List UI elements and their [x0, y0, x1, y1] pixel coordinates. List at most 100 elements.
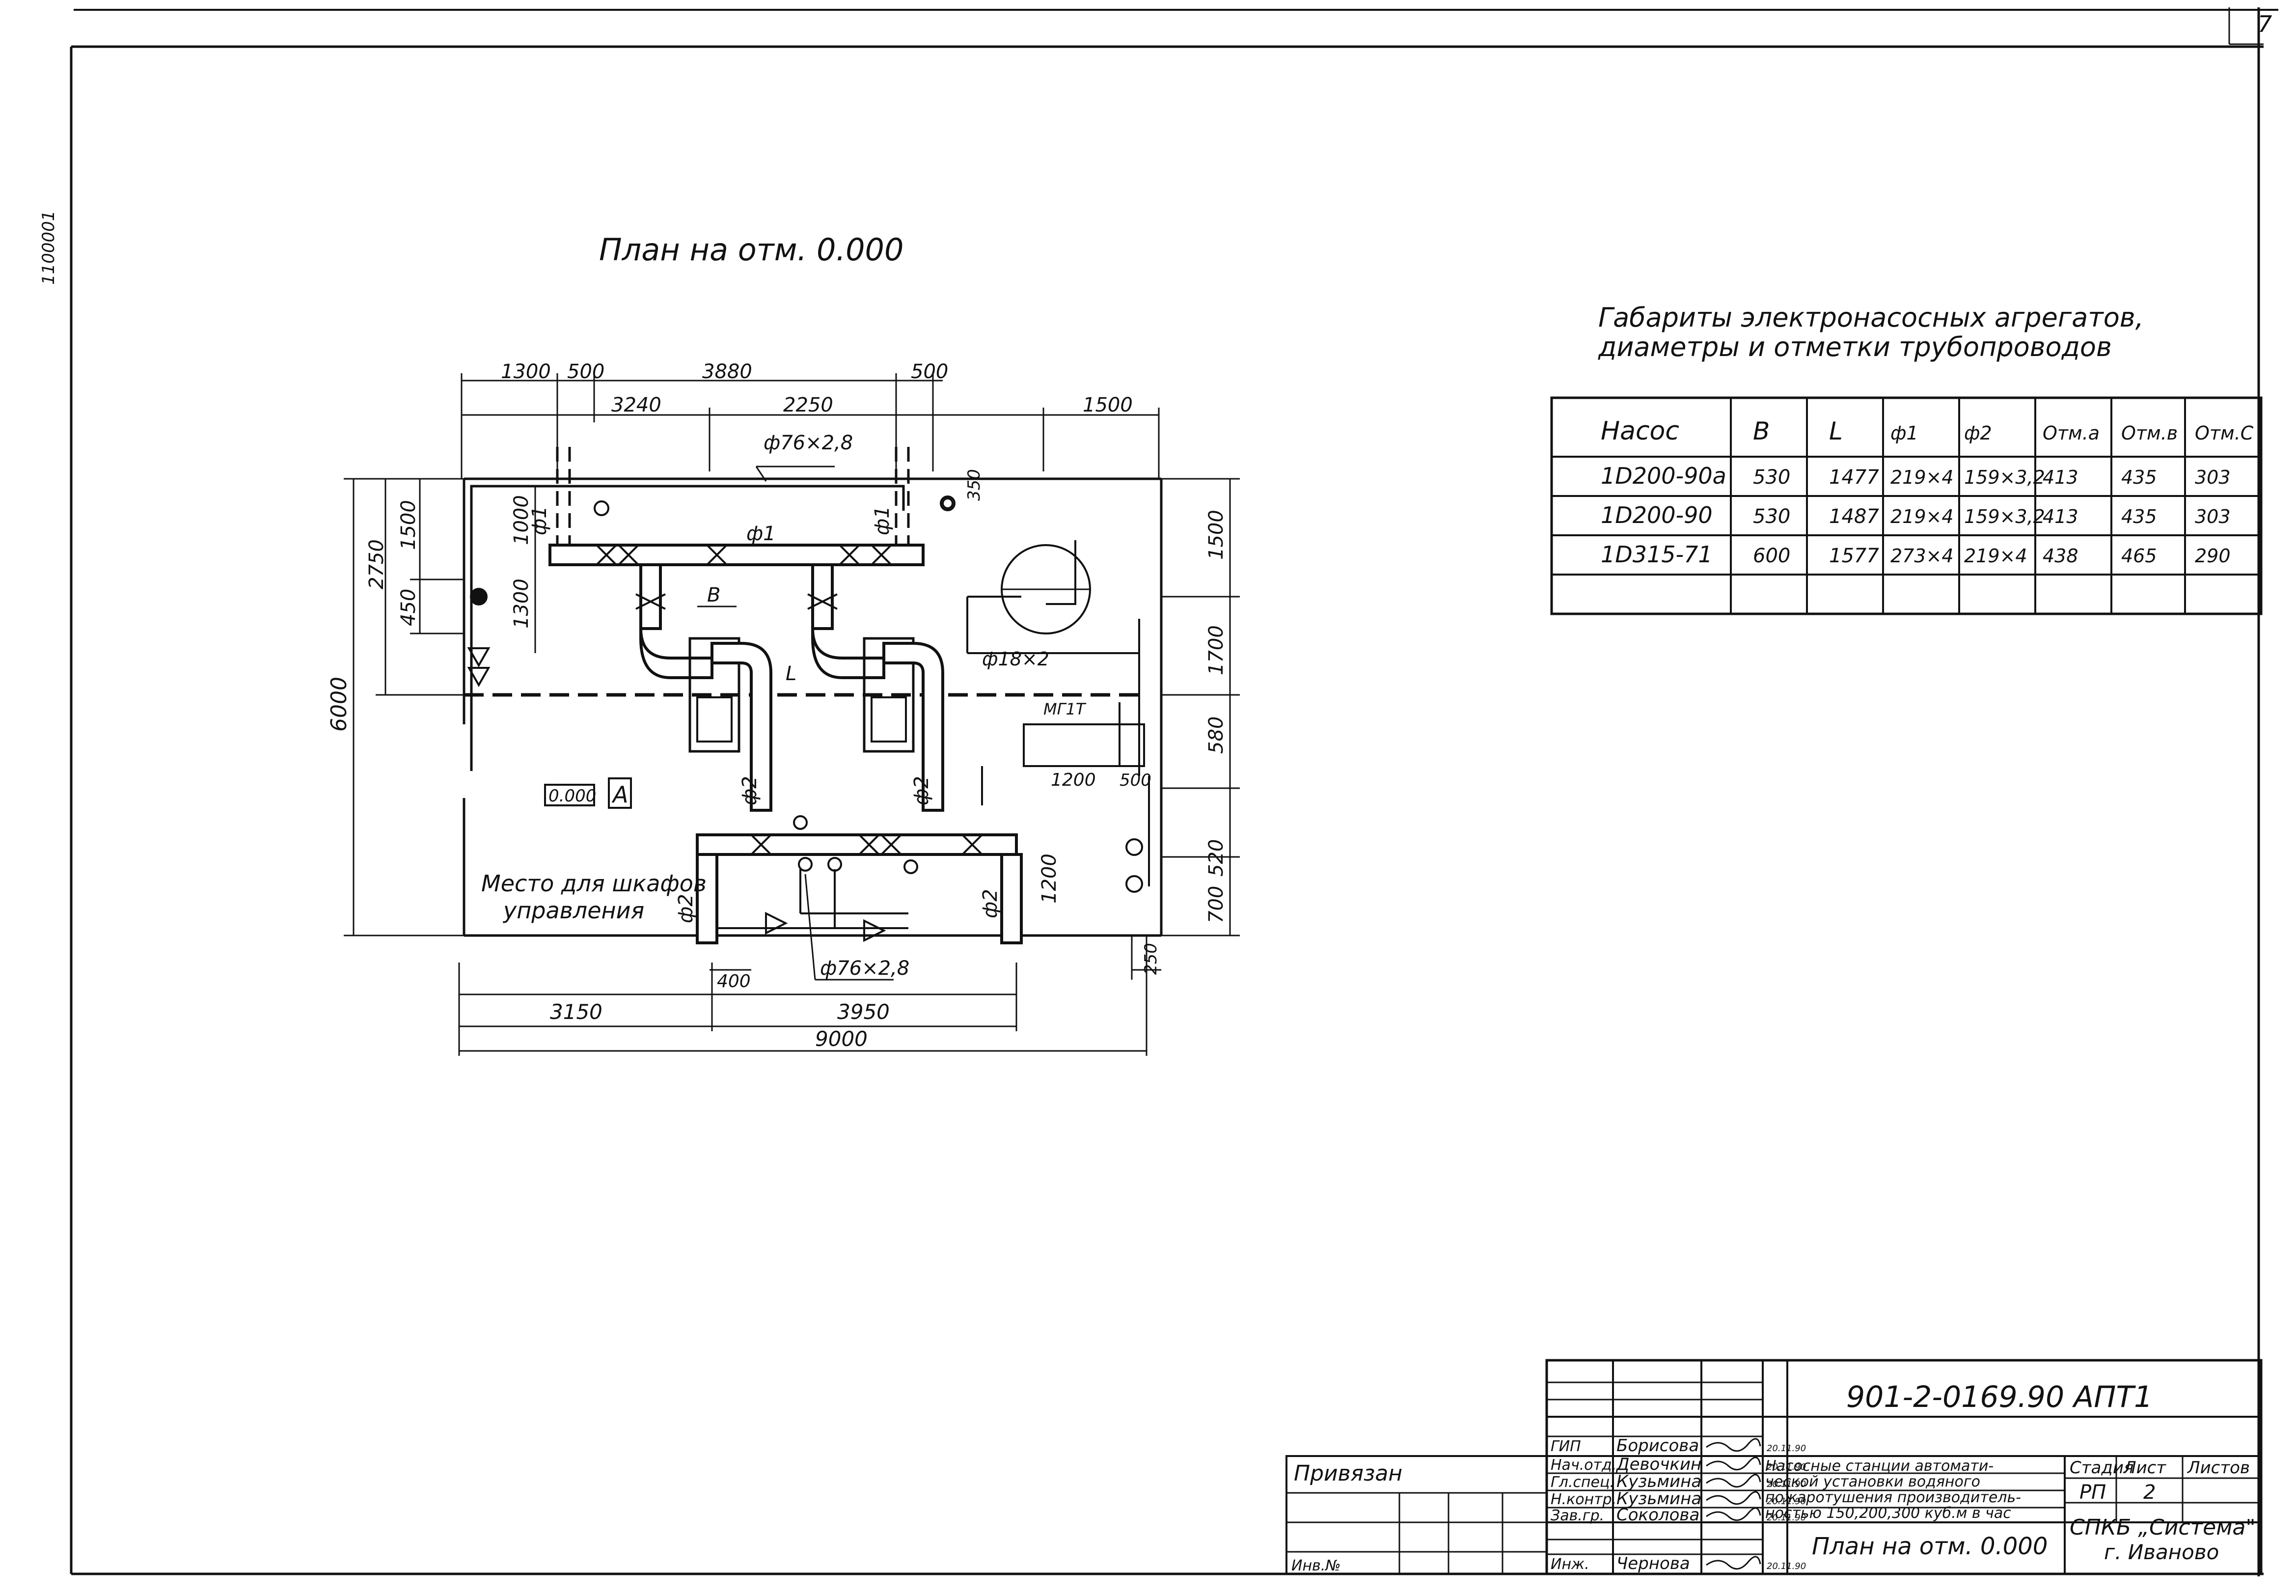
table-title-line1: Габариты электронасосных агрегатов, — [1598, 302, 2144, 333]
signature-name: Кузьмина — [1616, 1489, 1701, 1509]
valve-icon — [750, 834, 772, 855]
signature-scribble — [1706, 1556, 1761, 1570]
signature-scribble — [1706, 1438, 1761, 1452]
table-cell: 159×3,2 — [1964, 506, 2045, 527]
signature-name: Борисова — [1616, 1436, 1699, 1456]
gauge-icon — [793, 815, 808, 830]
dim-bottom-3150: 3150 — [550, 1000, 602, 1024]
label-b: B — [707, 584, 720, 606]
signature-role: Нач.отд. — [1551, 1457, 1616, 1474]
dim-left-1500: 1500 — [397, 500, 420, 550]
dim-left-450: 450 — [397, 589, 420, 626]
hydro-tank — [966, 540, 1150, 893]
dim-bottom-3950: 3950 — [837, 1000, 890, 1024]
dim-top-3880: 3880 — [702, 360, 752, 383]
project-line4: ностью 150,200,300 куб.м в час — [1765, 1505, 2011, 1522]
suction-header — [548, 447, 956, 566]
signature-name: Соколова — [1616, 1505, 1699, 1525]
gauge-icon — [798, 857, 813, 872]
linked-label: Привязан — [1294, 1461, 1402, 1486]
signature-role: Н.контр. — [1551, 1491, 1616, 1508]
pump-unit-1 — [635, 563, 772, 812]
label-d18: ф18×2 — [982, 648, 1049, 670]
project-line1: Насосные станции автомати- — [1765, 1458, 1994, 1475]
cabinet-note-line1: Место для шкафов — [481, 870, 707, 897]
valve-icon — [858, 834, 880, 855]
sheet-frame — [70, 7, 2278, 1576]
table-header-1: B — [1753, 417, 1770, 445]
dim-right-580: 580 — [1205, 716, 1228, 754]
signature-role: Зав.гр. — [1551, 1507, 1604, 1524]
dim-inner-1200-vert: 1200 — [1038, 853, 1061, 904]
signature-scribble — [1706, 1457, 1761, 1471]
plan-title: План на отм. 0.000 — [599, 232, 903, 268]
project-line3: пожаротушения производитель- — [1765, 1489, 2021, 1506]
dim-inner-1300: 1300 — [510, 578, 533, 629]
label-phi1-a: ф1 — [528, 506, 551, 535]
signature-name: Девочкин — [1615, 1455, 1701, 1474]
signature-role: ГИП — [1551, 1438, 1581, 1455]
label-d76-bottom: ф76×2,8 — [820, 957, 909, 980]
table-header-6: Отм.в — [2121, 422, 2178, 444]
dim-top-1500: 1500 — [1083, 394, 1133, 416]
label-mfit: МГ1Т — [1043, 700, 1087, 718]
title-block — [1285, 1359, 2263, 1575]
table-cell: 219×4 — [1964, 545, 2027, 567]
dim-right-700: 700 — [1205, 886, 1228, 923]
project-line2: ческой установки водяного — [1765, 1473, 1980, 1490]
label-phi1-b: ф1 — [746, 523, 776, 545]
table-cell: 1D200-90 — [1601, 502, 1713, 528]
section-marker-box — [608, 777, 632, 809]
signature-date: 20.11.90 — [1767, 1513, 1806, 1523]
check-valve-icon — [765, 911, 788, 935]
gauge-icon — [940, 495, 956, 511]
dim-top-2250: 2250 — [783, 394, 833, 416]
leader-d76-bottom — [804, 874, 816, 980]
building-outline — [463, 477, 1163, 937]
top-dimensions — [461, 373, 1160, 479]
table-cell: 413 — [2043, 467, 2078, 488]
dim-left-2750: 2750 — [365, 539, 388, 589]
valve-icon — [839, 544, 860, 566]
table-cell: 1577 — [1829, 545, 1879, 567]
corner-number: 7 — [2258, 11, 2272, 37]
dim-inner-500: 500 — [1120, 770, 1151, 790]
gauge-icon — [827, 857, 842, 872]
label-phi2-c: ф2 — [675, 894, 697, 923]
table-header-5: Отм.а — [2043, 422, 2100, 444]
valve-icon — [961, 834, 983, 855]
dim-bottom-400: 400 — [717, 971, 751, 991]
table-header-4: ф2 — [1964, 422, 1992, 444]
table-cell: 530 — [1753, 505, 1790, 528]
table-cell: 303 — [2195, 506, 2231, 527]
dim-left-6000: 6000 — [327, 677, 352, 732]
stage-header: Стадия — [2070, 1458, 2133, 1478]
sheets-header: Листов — [2187, 1458, 2250, 1478]
sheet-header: Лист — [2123, 1458, 2166, 1478]
signature-date: 20.11.90 — [1767, 1479, 1806, 1489]
dim-top-500b: 500 — [911, 360, 948, 383]
org-line1: СПКБ „Система" — [2070, 1515, 2256, 1540]
signature-name: Чернова — [1616, 1554, 1690, 1573]
org-line2: г. Иваново — [2104, 1540, 2219, 1564]
label-d76-top: ф76×2,8 — [764, 432, 853, 454]
table-cell: 290 — [2195, 545, 2231, 567]
dim-inner-350: 350 — [964, 469, 984, 501]
signature-date: 20.11.90 — [1767, 1561, 1806, 1571]
wall-symbols — [467, 588, 491, 688]
signature-scribble — [1706, 1474, 1761, 1488]
valve-icon — [618, 544, 639, 566]
table-cell: 435 — [2121, 467, 2157, 488]
signature-scribble — [1706, 1507, 1761, 1521]
dim-right-1500: 1500 — [1205, 510, 1228, 560]
elevation-box — [544, 784, 595, 806]
gauge-icon — [1125, 838, 1143, 856]
table-header-0: Насос — [1601, 416, 1679, 446]
dim-bottom-9000: 9000 — [815, 1027, 868, 1051]
table-cell: 438 — [2043, 545, 2078, 567]
gauge-icon — [1125, 875, 1143, 893]
leader-d76-top — [755, 466, 767, 482]
